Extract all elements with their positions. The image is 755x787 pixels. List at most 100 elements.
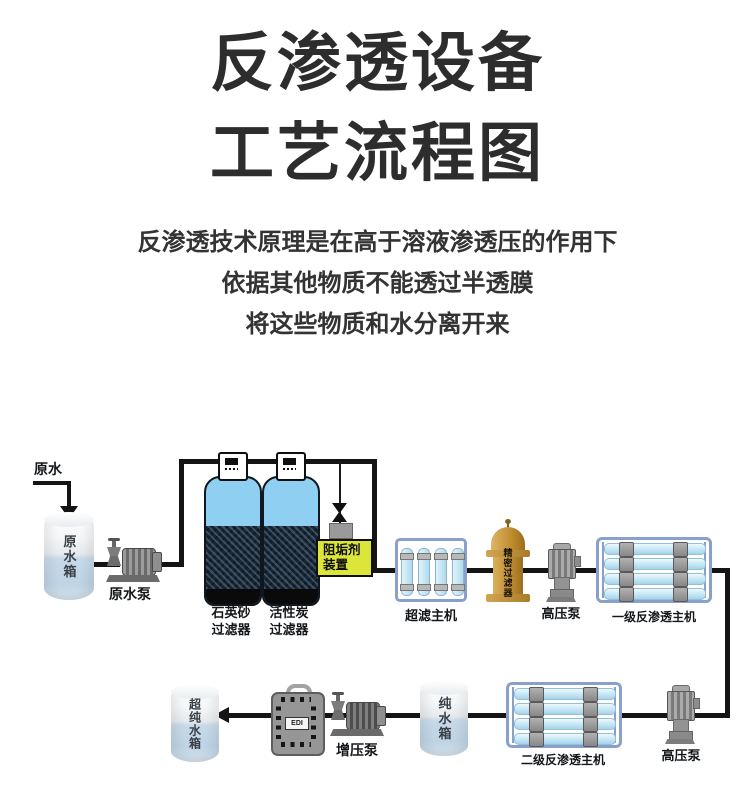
edi-bolt-row-top xyxy=(281,697,311,702)
filter-media-bed xyxy=(264,525,318,589)
high-pressure-pump-1 xyxy=(545,543,581,602)
pipe-main-row2 xyxy=(228,713,730,718)
pump-outlet xyxy=(574,556,581,567)
ro-tube-coupling xyxy=(619,587,634,602)
ro-tube-coupling xyxy=(673,557,688,572)
high-pressure-pump-1-label: 高压泵 xyxy=(541,606,581,621)
edi-nameplate: EDI xyxy=(285,717,309,730)
ro-tube-coupling xyxy=(619,572,634,587)
ro-tube-coupling xyxy=(673,587,688,602)
ro-manifold-right xyxy=(704,542,706,598)
raw-water-label: 原水 xyxy=(34,461,62,477)
pump-valve-stem xyxy=(336,695,340,701)
pump-motor xyxy=(346,702,380,730)
ro-tube-coupling xyxy=(529,732,544,747)
precision-filter-label: 精密过滤器 xyxy=(502,548,513,598)
scale-inhibitor-label-line1: 阻垢剂 xyxy=(323,543,361,557)
uf-membrane-tube xyxy=(400,548,414,596)
ro-membrane-tube xyxy=(514,702,616,717)
uf-tube-cap xyxy=(417,553,431,560)
filter-control-valve xyxy=(276,452,306,481)
ro-stage1-host xyxy=(596,537,712,603)
raw-water-pump xyxy=(106,538,162,582)
uf-tube-cap xyxy=(434,553,448,560)
scale-inhibitor-label-line2: 装置 xyxy=(323,558,349,572)
subtitle-line-3: 将这些物质和水分离开来 xyxy=(245,311,510,338)
ro-membrane-tube xyxy=(514,732,616,747)
controller-screen xyxy=(225,458,238,465)
controller-buttons xyxy=(283,468,296,470)
pump-valve-lower xyxy=(331,710,345,720)
uf-tube-cap xyxy=(451,553,465,560)
pipe-riser-2 xyxy=(372,459,377,573)
ro-membrane-tube xyxy=(604,542,706,557)
high-pressure-pump-2-label: 高压泵 xyxy=(661,748,701,763)
ro-tube-coupling xyxy=(583,687,598,702)
page-subtitle: 反渗透技术原理是在高于溶液渗透压的作用下 依据其他物质不能透过半透膜 将这些物质… xyxy=(0,222,755,345)
ultrapure-water-tank-lid xyxy=(171,684,219,699)
precision-filter-collar xyxy=(486,550,530,557)
subtitle-line-2: 依据其他物质不能透过半透膜 xyxy=(221,270,534,297)
ro-stage1-label: 一级反渗透主机 xyxy=(611,610,696,624)
ro-manifold-left xyxy=(602,542,604,598)
pump-motor xyxy=(122,548,156,576)
filter-vessel xyxy=(204,476,262,606)
high-pressure-pump-2 xyxy=(664,685,700,744)
pump-valve-lower xyxy=(107,556,121,566)
ro-stage2-host xyxy=(506,682,622,748)
pump-motor xyxy=(667,691,695,721)
raw-water-tank-body xyxy=(44,514,94,600)
quartz-sand-filter-label: 石英砂 过滤器 xyxy=(201,604,261,638)
edi-bolt-column-left xyxy=(276,705,281,739)
uf-membrane-tube xyxy=(434,548,448,596)
ro-tube-coupling xyxy=(673,572,688,587)
pump-valve-handle xyxy=(332,692,344,695)
scale-inhibitor-device: 阻垢剂 装置 xyxy=(316,539,373,577)
title-line-1: 反渗透设备 xyxy=(210,27,545,99)
pipe-raw-water-v xyxy=(67,481,71,508)
dosing-line xyxy=(339,461,341,526)
ro-tube-coupling xyxy=(619,542,634,557)
uf-host xyxy=(395,538,467,602)
raw-water-tank: 原水箱 xyxy=(44,512,94,600)
pipe-tank-to-pump xyxy=(92,562,120,567)
dosing-valve-icon xyxy=(332,503,347,522)
edi-bolt-column-right xyxy=(311,705,316,739)
ro-tube-coupling xyxy=(529,687,544,702)
ro-membrane-tube xyxy=(604,572,706,587)
filter-vessel-base xyxy=(206,588,260,604)
pump-valve-upper xyxy=(331,701,345,710)
ro-tube-coupling xyxy=(673,542,688,557)
pump-end-cap xyxy=(376,706,386,726)
ro-tube-coupling xyxy=(583,702,598,717)
uf-membrane-tube xyxy=(417,548,431,596)
filter-control-valve xyxy=(218,452,248,481)
raw-water-tank-lid xyxy=(44,512,94,527)
precision-filter-dome xyxy=(491,527,525,551)
controller-screen xyxy=(283,458,296,465)
ro-tube-coupling xyxy=(529,702,544,717)
filter-vessel xyxy=(262,476,320,606)
precision-filter: 精密过滤器 xyxy=(486,519,530,602)
ro-tube-coupling xyxy=(529,717,544,732)
quartz-filter-label-line1: 石英砂 xyxy=(211,605,251,620)
pure-water-tank-lid xyxy=(420,680,468,695)
uf-tube-cap xyxy=(400,584,414,591)
uf-tube-cap xyxy=(400,553,414,560)
pipe-riser-1 xyxy=(179,459,184,565)
pump-foot xyxy=(665,739,695,744)
ro-membrane-tube xyxy=(604,557,706,572)
pump-valve-stem xyxy=(112,541,116,547)
ro-tube-coupling xyxy=(619,557,634,572)
activated-carbon-filter-label: 活性炭 过滤器 xyxy=(259,604,319,638)
uf-tube-cap xyxy=(417,584,431,591)
pump-base xyxy=(330,729,384,736)
filter-media-bed xyxy=(206,525,260,589)
booster-pump xyxy=(330,692,386,736)
booster-pump-label: 增压泵 xyxy=(336,742,378,758)
edi-bolt-row-bottom xyxy=(281,742,311,747)
controller-buttons xyxy=(225,468,238,470)
pump-end-cap xyxy=(152,552,162,572)
pipe-riser-3 xyxy=(725,568,730,718)
